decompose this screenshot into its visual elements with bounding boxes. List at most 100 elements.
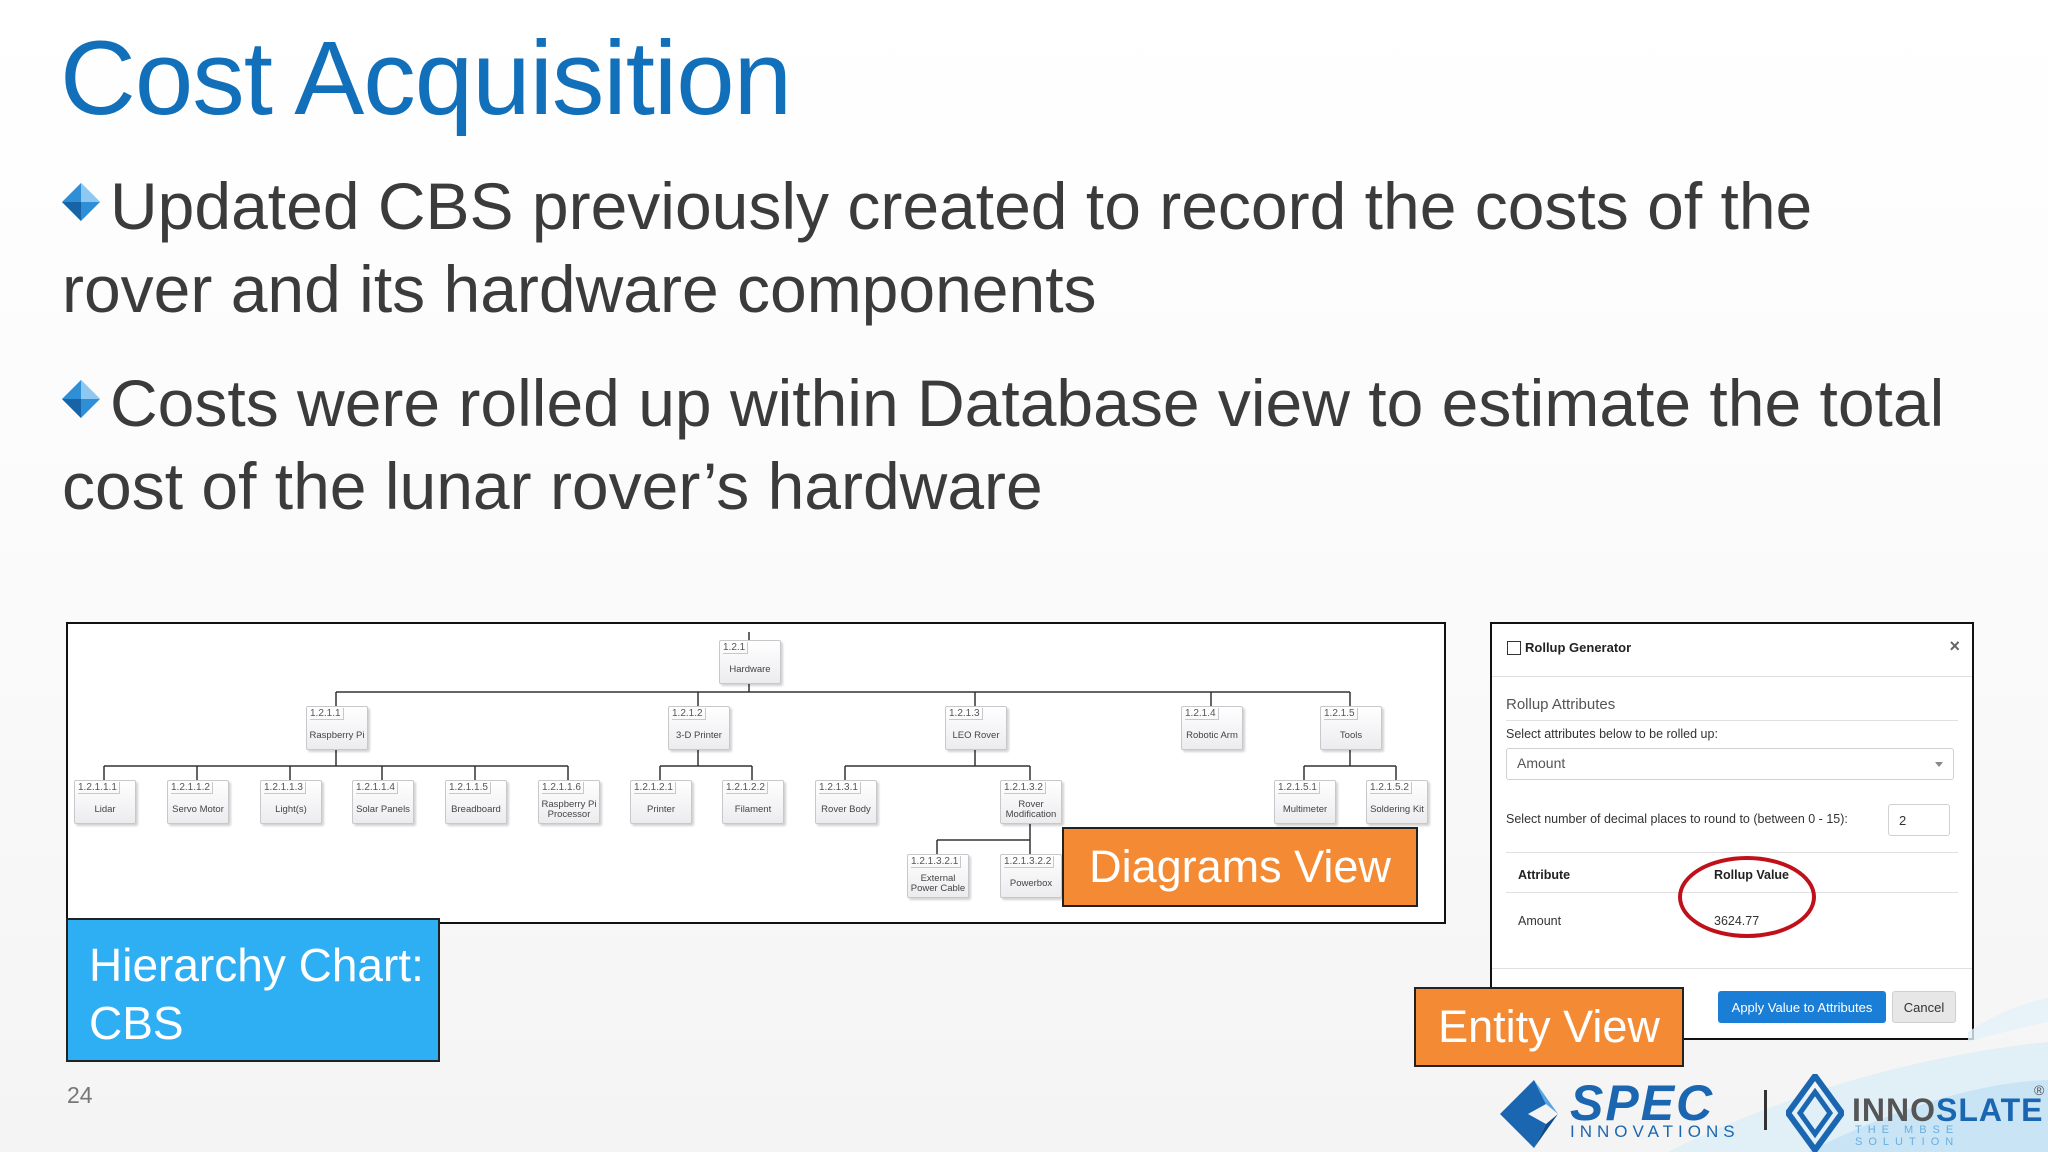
attribute-select-value: Amount xyxy=(1517,755,1566,771)
cbs-node-label: Breadboard xyxy=(451,803,501,815)
rollup-icon xyxy=(1507,641,1521,655)
cbs-node-label: Rover Modification xyxy=(1005,798,1057,820)
cbs-node-id: 1.2.1.4 xyxy=(1185,708,1219,720)
cbs-node-id: 1.2.1.5 xyxy=(1324,708,1358,720)
hierarchy-connectors xyxy=(103,632,1397,854)
cbs-node-label: Servo Motor xyxy=(172,803,224,815)
cbs-node-id: 1.2.1.1.3 xyxy=(264,782,306,794)
cbs-node-label: LEO Rover xyxy=(952,729,1000,741)
slide-title: Cost Acquisition xyxy=(60,20,792,137)
hierarchy-chart-tag: Hierarchy Chart: CBS xyxy=(66,918,440,1062)
cbs-node-label: Rover Body xyxy=(821,803,871,815)
bullet-2-text: Costs were rolled up within Database vie… xyxy=(62,366,1945,523)
decorative-swoosh xyxy=(1668,998,2048,1152)
innoslate-logo-icon xyxy=(1786,1074,1844,1152)
apply-value-button[interactable]: Apply Value to Attributes xyxy=(1718,991,1886,1023)
cbs-node-label: Robotic Arm xyxy=(1186,729,1238,741)
cbs-node-id: 1.2.1.5.1 xyxy=(1278,782,1320,794)
innoslate-wordmark-part1: INNO xyxy=(1852,1092,1936,1128)
rollup-attributes-heading: Rollup Attributes xyxy=(1506,696,1616,713)
hierarchy-tag-line2: CBS xyxy=(89,997,184,1049)
cbs-node-label: Lidar xyxy=(94,803,116,815)
cbs-node-id: 1.2.1.2.1 xyxy=(634,782,676,794)
attribute-select[interactable]: Amount xyxy=(1506,748,1954,780)
dialog-title: Rollup Generator xyxy=(1525,640,1632,655)
innoslate-wordmark: INNOSLATE xyxy=(1852,1094,2044,1126)
cbs-node-label: 3-D Printer xyxy=(676,729,722,741)
spec-wordmark: SPEC xyxy=(1570,1075,1715,1131)
cbs-node-id: 1.2.1.1.4 xyxy=(356,782,398,794)
highlight-circle xyxy=(1678,856,1816,938)
rollup-generator-dialog: Rollup Generator × Rollup Attributes Sel… xyxy=(1490,622,1974,1040)
cbs-node-label: Soldering Kit xyxy=(1370,803,1424,815)
divider xyxy=(1506,852,1958,853)
cbs-node-label: Tools xyxy=(1339,729,1363,741)
cbs-node-id: 1.2.1.3.2.1 xyxy=(911,856,962,868)
cbs-node-id: 1.2.1.2.2 xyxy=(726,782,768,794)
diagrams-view-tag: Diagrams View xyxy=(1062,827,1418,907)
entity-view-tag: Entity View xyxy=(1414,987,1684,1067)
select-attributes-label: Select attributes below to be rolled up: xyxy=(1506,727,1718,741)
cancel-button[interactable]: Cancel xyxy=(1892,991,1956,1023)
cbs-node-id: 1.2.1.1.1 xyxy=(78,782,120,794)
decimal-places-label: Select number of decimal places to round… xyxy=(1506,812,1848,826)
cbs-node-label: Multimeter xyxy=(1282,803,1328,815)
registered-mark: ® xyxy=(2034,1082,2045,1098)
cbs-node-id: 1.2.1 xyxy=(723,642,749,654)
attribute-column-header: Attribute xyxy=(1518,868,1571,882)
bullet-1: Updated CBS previously created to record… xyxy=(62,165,1962,331)
innoslate-wordmark-part2: SLATE xyxy=(1936,1092,2044,1128)
decimal-places-input[interactable]: 2 xyxy=(1888,804,1950,836)
cbs-node-label: Light(s) xyxy=(275,803,307,815)
bullet-2: Costs were rolled up within Database vie… xyxy=(62,362,1962,528)
cbs-node-id: 1.2.1.3.2 xyxy=(1004,782,1046,794)
cbs-node-label: Filament xyxy=(734,803,772,815)
spec-subtitle: INNOVATIONS xyxy=(1570,1122,1740,1141)
cbs-node-id: 1.2.1.1.5 xyxy=(449,782,491,794)
cbs-node-label: Raspberry Pi xyxy=(309,729,365,741)
dialog-header: Rollup Generator × xyxy=(1492,624,1972,677)
cbs-node-label: Printer xyxy=(647,803,675,815)
cbs-node-id: 1.2.1.3 xyxy=(949,708,983,720)
hierarchy-tag-line1: Hierarchy Chart: xyxy=(89,939,424,991)
divider xyxy=(1506,720,1958,721)
attribute-cell: Amount xyxy=(1518,914,1562,928)
diamond-bullet-icon xyxy=(62,380,100,418)
innoslate-tagline: THE MBSE SOLUTION xyxy=(1855,1124,1960,1148)
diamond-bullet-icon xyxy=(62,183,100,221)
page-number: 24 xyxy=(67,1082,93,1108)
cbs-node-id: 1.2.1.3.2.2 xyxy=(1004,856,1055,868)
cbs-node-label: Hardware xyxy=(729,663,771,675)
footer-divider xyxy=(1492,968,1972,969)
cbs-node-label: External Power Cable xyxy=(910,872,966,894)
bullet-1-text: Updated CBS previously created to record… xyxy=(62,169,1813,326)
spec-innovations-logo xyxy=(1500,1080,1558,1148)
chevron-down-icon xyxy=(1935,762,1943,767)
cbs-node-label: Raspberry Pi Processor xyxy=(541,798,597,820)
cbs-node-id: 1.2.1.3.1 xyxy=(819,782,861,794)
close-icon[interactable]: × xyxy=(1949,636,1960,656)
cbs-node-id: 1.2.1.1 xyxy=(310,708,344,720)
cbs-node-label: Solar Panels xyxy=(356,803,410,815)
cbs-node-id: 1.2.1.5.2 xyxy=(1370,782,1412,794)
